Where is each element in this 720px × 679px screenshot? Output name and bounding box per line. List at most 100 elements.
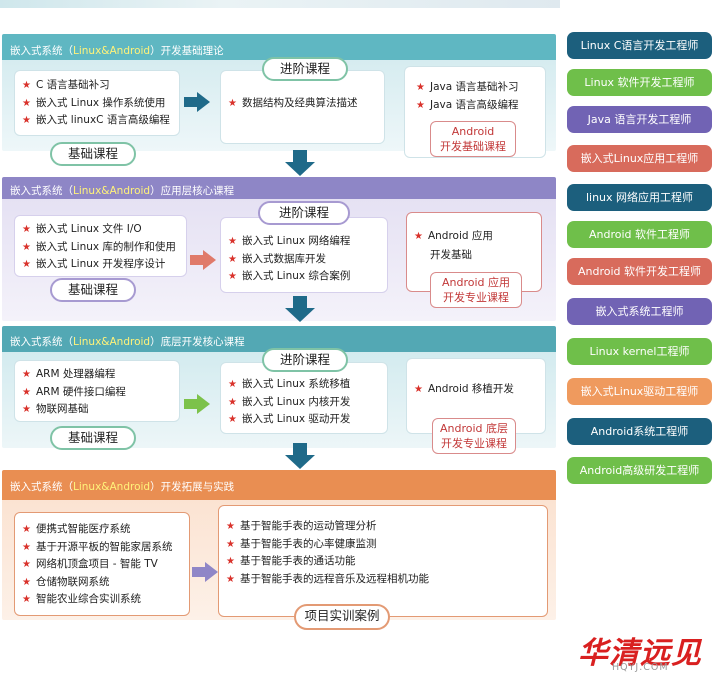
job-android-software-dev: Android 软件开发工程师 xyxy=(567,258,712,285)
band-1-basic-label: 基础课程 xyxy=(50,142,136,166)
star-icon: ★ xyxy=(22,80,31,91)
list-item: ★基于智能手表的通话功能 xyxy=(226,555,356,567)
star-icon: ★ xyxy=(228,253,237,265)
list-item: ★C 语言基础补习 xyxy=(22,79,110,91)
right-arrow-icon xyxy=(184,92,210,112)
down-arrow-icon xyxy=(285,296,315,322)
band-2-advanced-box: ★嵌入式 Linux 网络编程 ★嵌入式数据库开发 ★嵌入式 Linux 综合案… xyxy=(220,217,388,293)
star-icon: ★ xyxy=(226,521,235,532)
job-android-system: Android系统工程师 xyxy=(567,418,712,445)
job-linux-software-engineer: Linux 软件开发工程师 xyxy=(567,69,712,96)
band-2-basic-list: ★嵌入式 Linux 文件 I/O ★嵌入式 Linux 库的制作和使用 ★嵌入… xyxy=(22,221,186,274)
list-item: ★嵌入式 Linux 操作系统使用 xyxy=(22,96,166,109)
job-embedded-linux-driver: 嵌入式Linux驱动工程师 xyxy=(567,378,712,405)
down-arrow-icon xyxy=(285,443,315,469)
list-item: ★嵌入式 Linux 综合案例 xyxy=(228,270,351,282)
job-android-senior-rd: Android高级研发工程师 xyxy=(567,457,712,484)
star-icon: ★ xyxy=(228,396,237,408)
list-item: ★仓储物联网系统 xyxy=(22,575,110,588)
job-linux-kernel: Linux kernel工程师 xyxy=(567,338,712,365)
star-icon: ★ xyxy=(22,259,31,270)
band-2-basic-label: 基础课程 xyxy=(50,278,136,302)
brand-logo: 华清远见 xyxy=(578,636,702,671)
job-linux-c-engineer: Linux C语言开发工程师 xyxy=(567,32,712,59)
band-2-android-label: Android 应用 开发专业课程 xyxy=(430,272,522,308)
star-icon: ★ xyxy=(22,541,31,553)
band-1-android-box: ★Java 语言基础补习 ★Java 语言高级编程 xyxy=(404,66,546,158)
star-icon: ★ xyxy=(22,369,31,380)
android-label-line: 开发专业课程 xyxy=(443,291,509,304)
band-1-advanced-list: ★数据结构及经典算法描述 xyxy=(228,95,384,113)
job-embedded-system: 嵌入式系统工程师 xyxy=(567,298,712,325)
right-arrow-icon xyxy=(192,562,218,582)
band-3-basic-list: ★ARM 处理器编程 ★ARM 硬件接口编程 ★物联网基础 xyxy=(22,366,179,419)
list-item: ★网络机顶盒项目 - 智能 TV xyxy=(22,558,158,570)
star-icon: ★ xyxy=(228,379,237,390)
list-item: ★基于智能手表的运动管理分析 xyxy=(226,520,377,532)
band-3-advanced-list: ★嵌入式 Linux 系统移植 ★嵌入式 Linux 内核开发 ★嵌入式 Lin… xyxy=(228,376,387,429)
band-2-advanced-label: 进阶课程 xyxy=(258,201,350,225)
right-arrow-icon xyxy=(190,250,216,270)
android-label-line: Android xyxy=(451,125,495,138)
star-icon: ★ xyxy=(226,573,235,585)
star-icon: ★ xyxy=(414,231,423,242)
star-icon: ★ xyxy=(226,556,235,567)
star-icon: ★ xyxy=(416,99,425,111)
star-icon: ★ xyxy=(228,236,237,247)
list-item: ★Android 移植开发 xyxy=(414,383,514,395)
star-icon: ★ xyxy=(22,386,31,398)
list-item: ★数据结构及经典算法描述 xyxy=(228,97,358,109)
list-item: 开发基础 xyxy=(430,249,472,261)
list-item: ★嵌入式 Linux 内核开发 xyxy=(228,395,351,408)
list-item: ★ARM 处理器编程 xyxy=(22,368,116,380)
job-java-engineer: Java 语言开发工程师 xyxy=(567,106,712,133)
band-3-advanced-label: 进阶课程 xyxy=(262,348,348,372)
band-3-android-list: ★Android 移植开发 xyxy=(414,381,545,399)
job-android-software: Android 软件工程师 xyxy=(567,221,712,248)
star-icon: ★ xyxy=(228,98,237,109)
band-1-android-list: ★Java 语言基础补习 ★Java 语言高级编程 xyxy=(416,79,545,114)
star-icon: ★ xyxy=(22,97,31,109)
android-label-line: 开发基础课程 xyxy=(440,140,506,153)
list-item: ★基于智能手表的心率健康监测 xyxy=(226,537,377,550)
list-item: ★嵌入式 Linux 驱动开发 xyxy=(228,413,351,425)
top-banner-strip xyxy=(0,0,560,8)
band-1-advanced-box: ★数据结构及经典算法描述 xyxy=(220,70,385,144)
list-item: ★便携式智能医疗系统 xyxy=(22,523,131,535)
star-icon: ★ xyxy=(22,241,31,253)
band-1-advanced-label: 进阶课程 xyxy=(262,57,348,81)
band-4-case-box: ★基于智能手表的运动管理分析 ★基于智能手表的心率健康监测 ★基于智能手表的通话… xyxy=(218,505,548,617)
list-item: ★嵌入式 Linux 开发程序设计 xyxy=(22,258,166,270)
star-icon: ★ xyxy=(22,224,31,235)
job-linux-network-app: linux 网络应用工程师 xyxy=(567,184,712,211)
list-item: ★智能农业综合实训系统 xyxy=(22,593,141,605)
android-label-line: Android 应用 xyxy=(441,276,511,289)
band-2-advanced-list: ★嵌入式 Linux 网络编程 ★嵌入式数据库开发 ★嵌入式 Linux 综合案… xyxy=(228,233,387,286)
list-item: ★嵌入式 Linux 文件 I/O xyxy=(22,223,142,235)
band-1-android-label: Android 开发基础课程 xyxy=(430,121,516,157)
down-arrow-icon xyxy=(285,150,315,176)
star-icon: ★ xyxy=(22,559,31,570)
band-2-basic-box: ★嵌入式 Linux 文件 I/O ★嵌入式 Linux 库的制作和使用 ★嵌入… xyxy=(14,215,187,277)
band-2-android-list: ★Android 应用 开发基础 xyxy=(414,227,541,265)
list-item: ★嵌入式 linuxC 语言高级编程 xyxy=(22,114,170,126)
right-arrow-icon xyxy=(184,394,210,414)
band-1-basic-list: ★C 语言基础补习 ★嵌入式 Linux 操作系统使用 ★嵌入式 linuxC … xyxy=(22,77,179,130)
star-icon: ★ xyxy=(228,271,237,282)
star-icon: ★ xyxy=(226,538,235,550)
band-4-title: 嵌入式系统（Linux&Android）开发拓展与实践 xyxy=(10,481,235,493)
job-embedded-linux-app: 嵌入式Linux应用工程师 xyxy=(567,145,712,172)
band-4-project-list: ★便携式智能医疗系统 ★基于开源平板的智能家居系统 ★网络机顶盒项目 - 智能 … xyxy=(22,521,189,609)
list-item: ★嵌入式 Linux 网络编程 xyxy=(228,235,351,247)
band-1-title: 嵌入式系统（Linux&Android）开发基础理论 xyxy=(10,45,224,57)
list-item: ★Java 语言高级编程 xyxy=(416,98,519,111)
list-item: ★基于智能手表的远程音乐及远程相机功能 xyxy=(226,572,429,585)
list-item: ★物联网基础 xyxy=(22,403,89,415)
star-icon: ★ xyxy=(22,115,31,126)
android-label-line: Android 底层 xyxy=(439,422,509,435)
band-1-basic-box: ★C 语言基础补习 ★嵌入式 Linux 操作系统使用 ★嵌入式 linuxC … xyxy=(14,70,180,136)
list-item: ★嵌入式 Linux 系统移植 xyxy=(228,378,351,390)
band-3-advanced-box: ★嵌入式 Linux 系统移植 ★嵌入式 Linux 内核开发 ★嵌入式 Lin… xyxy=(220,362,388,434)
star-icon: ★ xyxy=(22,576,31,588)
list-item: ★Android 应用 xyxy=(414,230,493,242)
